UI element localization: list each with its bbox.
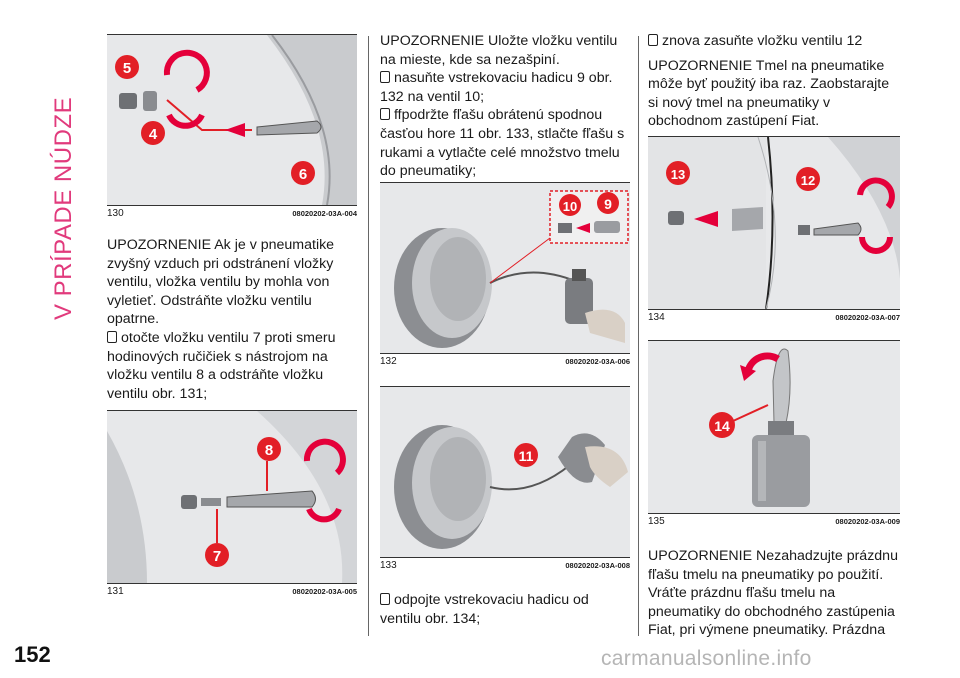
column-divider (638, 36, 639, 636)
figure-caption: 134 08020202-03A-007 (648, 312, 900, 324)
warning-text: UPOZORNENIE Uložte vložku ventilu na mie… (380, 33, 618, 68)
page-number: 152 (14, 642, 51, 667)
col2-text-top: UPOZORNENIE Uložte vložku ventilu na mie… (380, 32, 630, 181)
caption-rule (107, 583, 357, 584)
figure-caption: 133 08020202-03A-008 (380, 560, 630, 572)
callout-11: 11 (519, 448, 534, 464)
figure-number: 133 (380, 560, 397, 571)
callout-9: 9 (604, 196, 612, 212)
figure-code: 08020202-03A-004 (292, 209, 357, 218)
caption-rule (648, 513, 900, 514)
col1-text: UPOZORNENIE Ak je v pneumatike zvyšný vz… (107, 236, 357, 403)
step-text: nasuňte vstrekovaciu hadicu 9 obr. 132 n… (380, 69, 630, 106)
warning-text: UPOZORNENIE Nezahadzujte prázdnu fľašu t… (648, 548, 898, 639)
figure-135: 14 (648, 340, 900, 513)
figure-130: 5 4 6 (107, 34, 357, 205)
caption-rule (648, 309, 900, 310)
figure-number: 131 (107, 586, 124, 597)
column-divider (368, 36, 369, 636)
step-text: otočte vložku ventilu 7 proti smeru hodi… (107, 329, 357, 403)
figure-number: 134 (648, 312, 665, 323)
figure-code: 08020202-03A-008 (565, 561, 630, 570)
callout-5: 5 (123, 60, 131, 77)
step-text: znova zasuňte vložku ventilu 12 (648, 32, 900, 51)
figure-caption: 132 08020202-03A-006 (380, 356, 630, 368)
warning-text: UPOZORNENIE Tmel na pneumatike môže byť … (648, 57, 890, 130)
section-title-text: V PRÍPADE NÚDZE (50, 96, 77, 320)
figure-133: 11 (380, 386, 630, 557)
figure-code: 08020202-03A-009 (835, 517, 900, 526)
col2-text-bottom: odpojte vstrekovaciu hadicu od ventilu o… (380, 591, 630, 628)
figure-132: 10 9 (380, 182, 630, 353)
callout-6: 6 (299, 166, 307, 183)
col3-text-bottom: UPOZORNENIE Nezahadzujte prázdnu fľašu t… (648, 547, 900, 640)
figure-number: 135 (648, 516, 665, 527)
caption-rule (107, 205, 357, 206)
step-text: odpojte vstrekovaciu hadicu od ventilu o… (380, 591, 630, 628)
step-text: ffpodržte fľašu obrátenú spodnou časťou … (380, 106, 630, 180)
figure-134: 13 12 (648, 136, 900, 309)
figure-number: 132 (380, 356, 397, 367)
callout-10: 10 (563, 199, 577, 214)
figure-131: 8 7 (107, 410, 357, 583)
figure-code: 08020202-03A-007 (835, 313, 900, 322)
figure-code: 08020202-03A-006 (565, 357, 630, 366)
caption-rule (380, 557, 630, 558)
callout-14: 14 (714, 418, 730, 434)
col3-text-top: znova zasuňte vložku ventilu 12 UPOZORNE… (648, 32, 900, 131)
figure-number: 130 (107, 208, 124, 219)
callout-4: 4 (149, 126, 158, 143)
figure-caption: 130 08020202-03A-004 (107, 208, 357, 220)
figure-caption: 135 08020202-03A-009 (648, 516, 900, 528)
figure-code: 08020202-03A-005 (292, 587, 357, 596)
callout-7: 7 (213, 548, 221, 565)
callout-13: 13 (671, 167, 685, 182)
callout-8: 8 (265, 442, 273, 459)
warning-text: UPOZORNENIE Ak je v pneumatike zvyšný vz… (107, 237, 335, 328)
watermark: carmanualsonline.info (601, 647, 812, 670)
figure-caption: 131 08020202-03A-005 (107, 586, 357, 598)
section-title: V PRÍPADE NÚDZE (50, 30, 90, 330)
caption-rule (380, 353, 630, 354)
callout-12: 12 (801, 173, 815, 188)
